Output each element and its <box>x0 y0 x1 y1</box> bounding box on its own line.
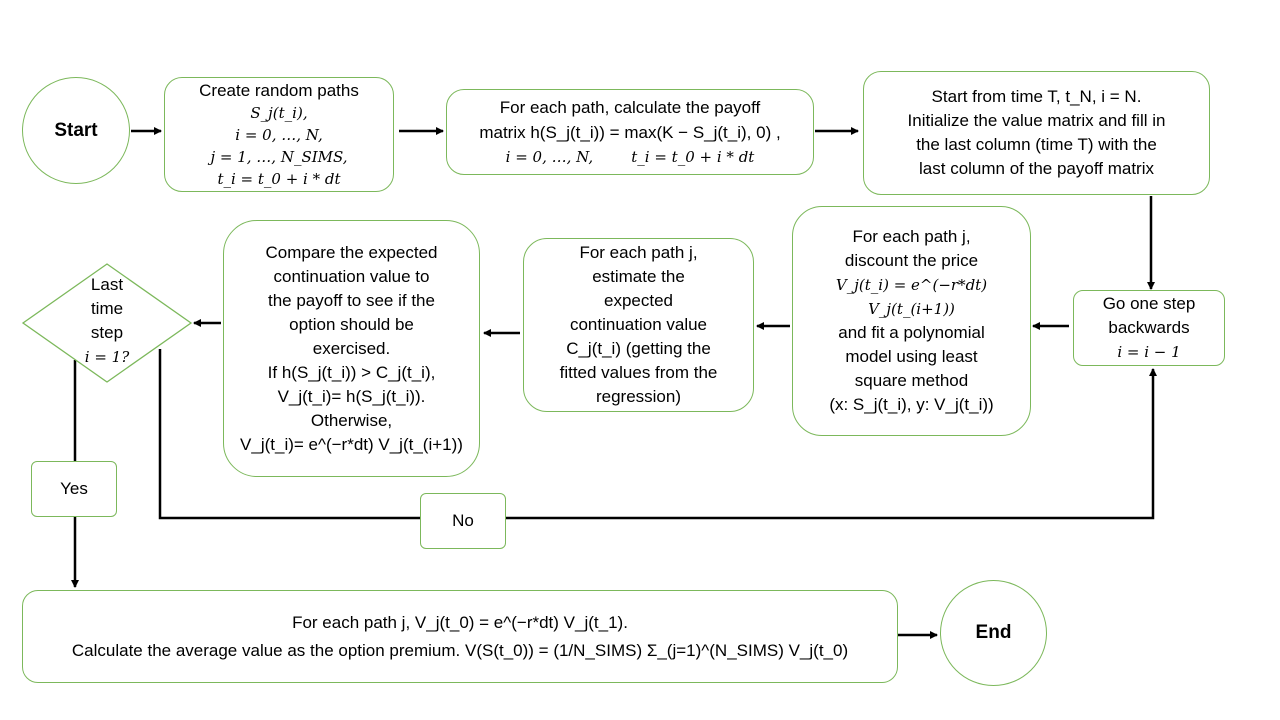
decision-line-3: step <box>90 323 124 342</box>
final-premium-node: For each path j, V_j(t_0) = e^(−r*dt) V_… <box>22 590 898 683</box>
compare-line-5: exercised. <box>312 338 391 358</box>
step-back-line-2: backwards <box>1108 318 1190 337</box>
yes-text: Yes <box>60 479 88 498</box>
step-back-node: Go one step backwards i = i − 1 <box>1073 290 1225 366</box>
end-label: End <box>975 622 1012 643</box>
compare-line-3: the payoff to see if the <box>268 290 435 310</box>
decision-node: Last time step i = 1? <box>22 262 192 380</box>
init-value-line-3: the last column (time T) with the <box>916 135 1157 154</box>
compare-line-1: Compare the expected <box>265 242 438 262</box>
estimate-line-6: fitted values from the <box>559 363 718 382</box>
create-paths-node: Create random paths S_j(t_i), i = 0, …, … <box>164 77 394 192</box>
no-text: No <box>452 511 474 530</box>
end-node: End <box>940 580 1047 686</box>
create-paths-line-2: S_j(t_i), <box>250 103 308 122</box>
compare-line-9: V_j(t_i)= e^(−r*dt) V_j(t_(i+1)) <box>240 434 463 454</box>
compare-exercise-node: Compare the expected continuation value … <box>223 220 480 477</box>
compare-line-4: option should be <box>289 314 414 334</box>
payoff-node: For each path, calculate the payoff matr… <box>446 89 814 175</box>
discount-fit-node: For each path j, discount the price V_j(… <box>792 206 1031 436</box>
final-line-2: Calculate the average value as the optio… <box>71 640 849 660</box>
create-paths-line-1: Create random paths <box>199 80 359 100</box>
create-paths-line-4: j = 1, …, N_SIMS, <box>210 147 348 166</box>
estimate-line-4: continuation value <box>569 315 708 334</box>
discount-line-2: discount the price <box>844 251 979 270</box>
discount-line-7: (x: S_j(t_i), y: V_j(t_i)) <box>829 395 994 414</box>
discount-line-3: V_j(t_i) = e^(−r*dt) V_j(t_(i+1)) <box>835 276 988 318</box>
init-value-line-2: Initialize the value matrix and fill in <box>907 111 1166 130</box>
final-line-1: For each path j, V_j(t_0) = e^(−r*dt) V_… <box>292 612 628 632</box>
estimate-line-1: For each path j, <box>579 243 698 262</box>
compare-line-6: If h(S_j(t_i)) > C_j(t_i), <box>267 362 436 382</box>
no-label: No <box>420 493 506 549</box>
start-label: Start <box>54 119 98 141</box>
estimate-line-3: expected <box>604 291 673 310</box>
yes-label: Yes <box>31 461 117 517</box>
payoff-line-2: matrix h(S_j(t_i)) = max(K − S_j(t_i), 0… <box>479 122 781 142</box>
decision-line-1: Last <box>90 275 124 294</box>
decision-line-2: time <box>90 299 124 318</box>
payoff-line-1: For each path, calculate the payoff <box>499 97 761 117</box>
init-value-line-1: Start from time T, t_N, i = N. <box>931 87 1142 106</box>
step-back-line-1: Go one step <box>1102 294 1196 313</box>
compare-line-2: continuation value to <box>273 266 430 286</box>
estimate-line-7: regression) <box>595 387 682 406</box>
init-value-node: Start from time T, t_N, i = N. Initializ… <box>863 71 1210 195</box>
estimate-line-2: estimate the <box>592 267 685 286</box>
payoff-line-3: i = 0, …, N, t_i = t_0 + i * dt <box>505 147 755 166</box>
discount-line-6: square method <box>854 371 969 390</box>
step-back-line-3: i = i − 1 <box>1117 343 1181 361</box>
discount-line-5: model using least <box>845 347 978 366</box>
discount-line-4: and fit a polynomial <box>838 323 985 342</box>
create-paths-line-3: i = 0, …, N, <box>235 125 323 144</box>
compare-line-8: Otherwise, <box>310 410 393 430</box>
estimate-continuation-node: For each path j, estimate the expected c… <box>523 238 754 412</box>
compare-line-7: V_j(t_i)= h(S_j(t_i)). <box>277 386 426 406</box>
decision-diamond <box>21 263 193 383</box>
discount-line-1: For each path j, <box>852 227 971 246</box>
arrow-decision-no <box>158 349 1157 520</box>
start-node: Start <box>22 77 130 184</box>
estimate-line-5: C_j(t_i) (getting the <box>566 339 711 358</box>
decision-line-4: i = 1? <box>84 348 130 366</box>
create-paths-line-5: t_i = t_0 + i * dt <box>217 169 341 188</box>
init-value-line-4: last column of the payoff matrix <box>919 159 1154 178</box>
